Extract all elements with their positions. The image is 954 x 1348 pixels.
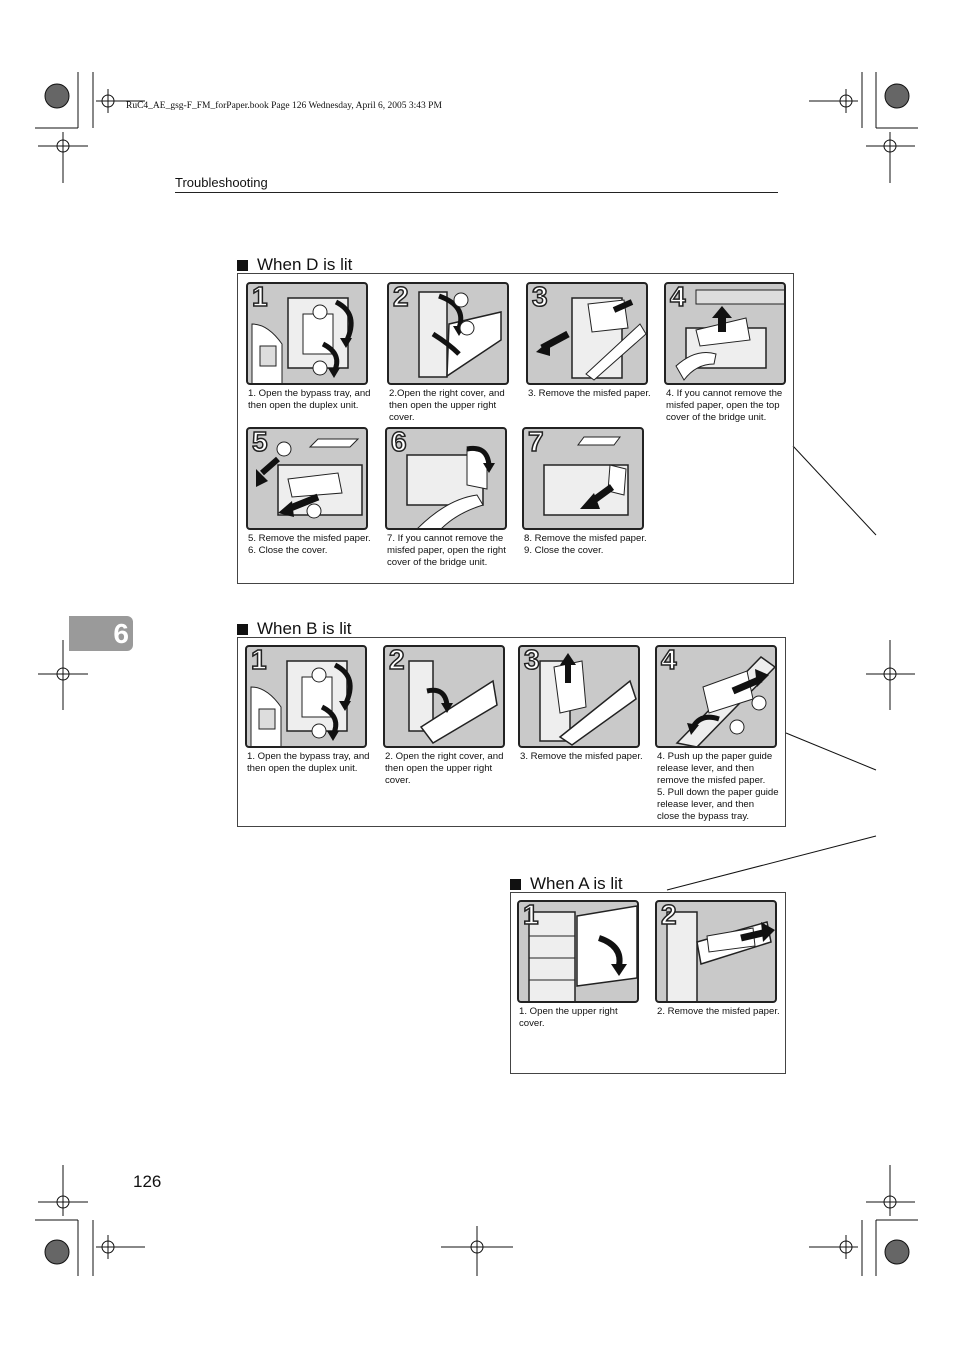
- step-number: 4: [669, 282, 686, 313]
- step-caption: 3. Remove the misfed paper.: [528, 388, 651, 399]
- chapter-tab: 6: [69, 616, 133, 651]
- remove-paper-close-cover-illustration: [256, 438, 363, 519]
- step-caption: 5. Remove the misfed paper. 6. Close the…: [248, 533, 371, 556]
- step-number: 2: [388, 645, 405, 676]
- step-caption: 4. If you cannot remove the misfed paper…: [666, 388, 783, 423]
- illustration-frame: 7: [522, 427, 644, 530]
- step-number: 3: [523, 645, 540, 676]
- illustration-frame: 2: [383, 645, 505, 748]
- step-caption: 1. Open the upper right cover.: [519, 1006, 618, 1029]
- header-rule: [175, 192, 778, 193]
- square-bullet-icon: [237, 623, 248, 635]
- section-title-a: When A is lit: [510, 874, 623, 894]
- section-box-d: [237, 273, 794, 584]
- bridge-remove-paper-illustration: [543, 436, 629, 516]
- section-box-a: [510, 892, 786, 1074]
- step-number: 5: [251, 427, 268, 458]
- duplex-unit-illustration: [251, 297, 354, 383]
- square-bullet-icon: [237, 259, 248, 271]
- section-title-text: When A is lit: [530, 874, 623, 893]
- step-caption: 1. Open the bypass tray, and then open t…: [248, 388, 371, 411]
- remove-paper-illustration: [539, 653, 637, 746]
- paper-guide-lever-illustration: [675, 656, 775, 746]
- step-number: 1: [250, 645, 267, 676]
- step-caption: 2. Remove the misfed paper.: [657, 1006, 780, 1017]
- illustration-frame: 2: [387, 282, 509, 385]
- step-caption: 8. Remove the misfed paper. 9. Close the…: [524, 533, 647, 556]
- illustration-frame: 3: [526, 282, 648, 385]
- illustration-frame: 3: [518, 645, 640, 748]
- step-number: 2: [660, 900, 677, 931]
- illustration-frame: 1: [246, 282, 368, 385]
- illustration-frame: 2: [655, 900, 777, 1003]
- illustration-frame: 1: [517, 900, 639, 1003]
- step-number: 6: [390, 427, 407, 458]
- chapter-number: 6: [113, 618, 129, 649]
- bridge-top-cover-illustration: [675, 289, 784, 381]
- step-number: 4: [660, 645, 677, 676]
- section-box-b: [237, 637, 786, 827]
- section-title-b: When B is lit: [237, 619, 351, 639]
- remove-paper-illustration: [536, 297, 646, 381]
- section-title-text: When B is lit: [257, 619, 352, 638]
- step-number: 1: [251, 282, 268, 313]
- illustration-frame: 6: [385, 427, 507, 530]
- square-bullet-icon: [510, 878, 521, 890]
- section-title-d: When D is lit: [237, 255, 352, 275]
- section-title-text: When D is lit: [257, 255, 353, 274]
- illustration-frame: 1: [245, 645, 367, 748]
- step-caption: 2. Open the right cover, and then open t…: [385, 751, 504, 786]
- right-cover-illustration: [408, 660, 498, 744]
- duplex-unit-illustration: [250, 660, 353, 746]
- bridge-right-cover-illustration: [406, 445, 495, 528]
- step-number: 2: [392, 282, 409, 313]
- remove-paper-illustration: [666, 911, 775, 1001]
- step-caption: 7. If you cannot remove the misfed paper…: [387, 533, 506, 568]
- illustration-frame: 4: [664, 282, 786, 385]
- illustration-frame: 4: [655, 645, 777, 748]
- page-number: 126: [133, 1172, 162, 1191]
- upper-right-cover-illustration: [528, 905, 637, 1001]
- step-number: 7: [527, 427, 544, 458]
- step-caption: 3. Remove the misfed paper.: [520, 751, 643, 762]
- step-number: 1: [522, 900, 539, 931]
- step-number: 3: [531, 282, 548, 313]
- step-caption: 1. Open the bypass tray, and then open t…: [247, 751, 370, 774]
- step-caption: 2.Open the right cover, and then open th…: [389, 388, 505, 423]
- file-info-header: RuC4_AE_gsg-F_FM_forPaper.book Page 126 …: [126, 101, 442, 111]
- running-head: Troubleshooting: [175, 175, 268, 190]
- right-cover-illustration: [418, 291, 502, 378]
- illustration-frame: 5: [246, 427, 368, 530]
- step-caption: 4. Push up the paper guide release lever…: [657, 751, 779, 822]
